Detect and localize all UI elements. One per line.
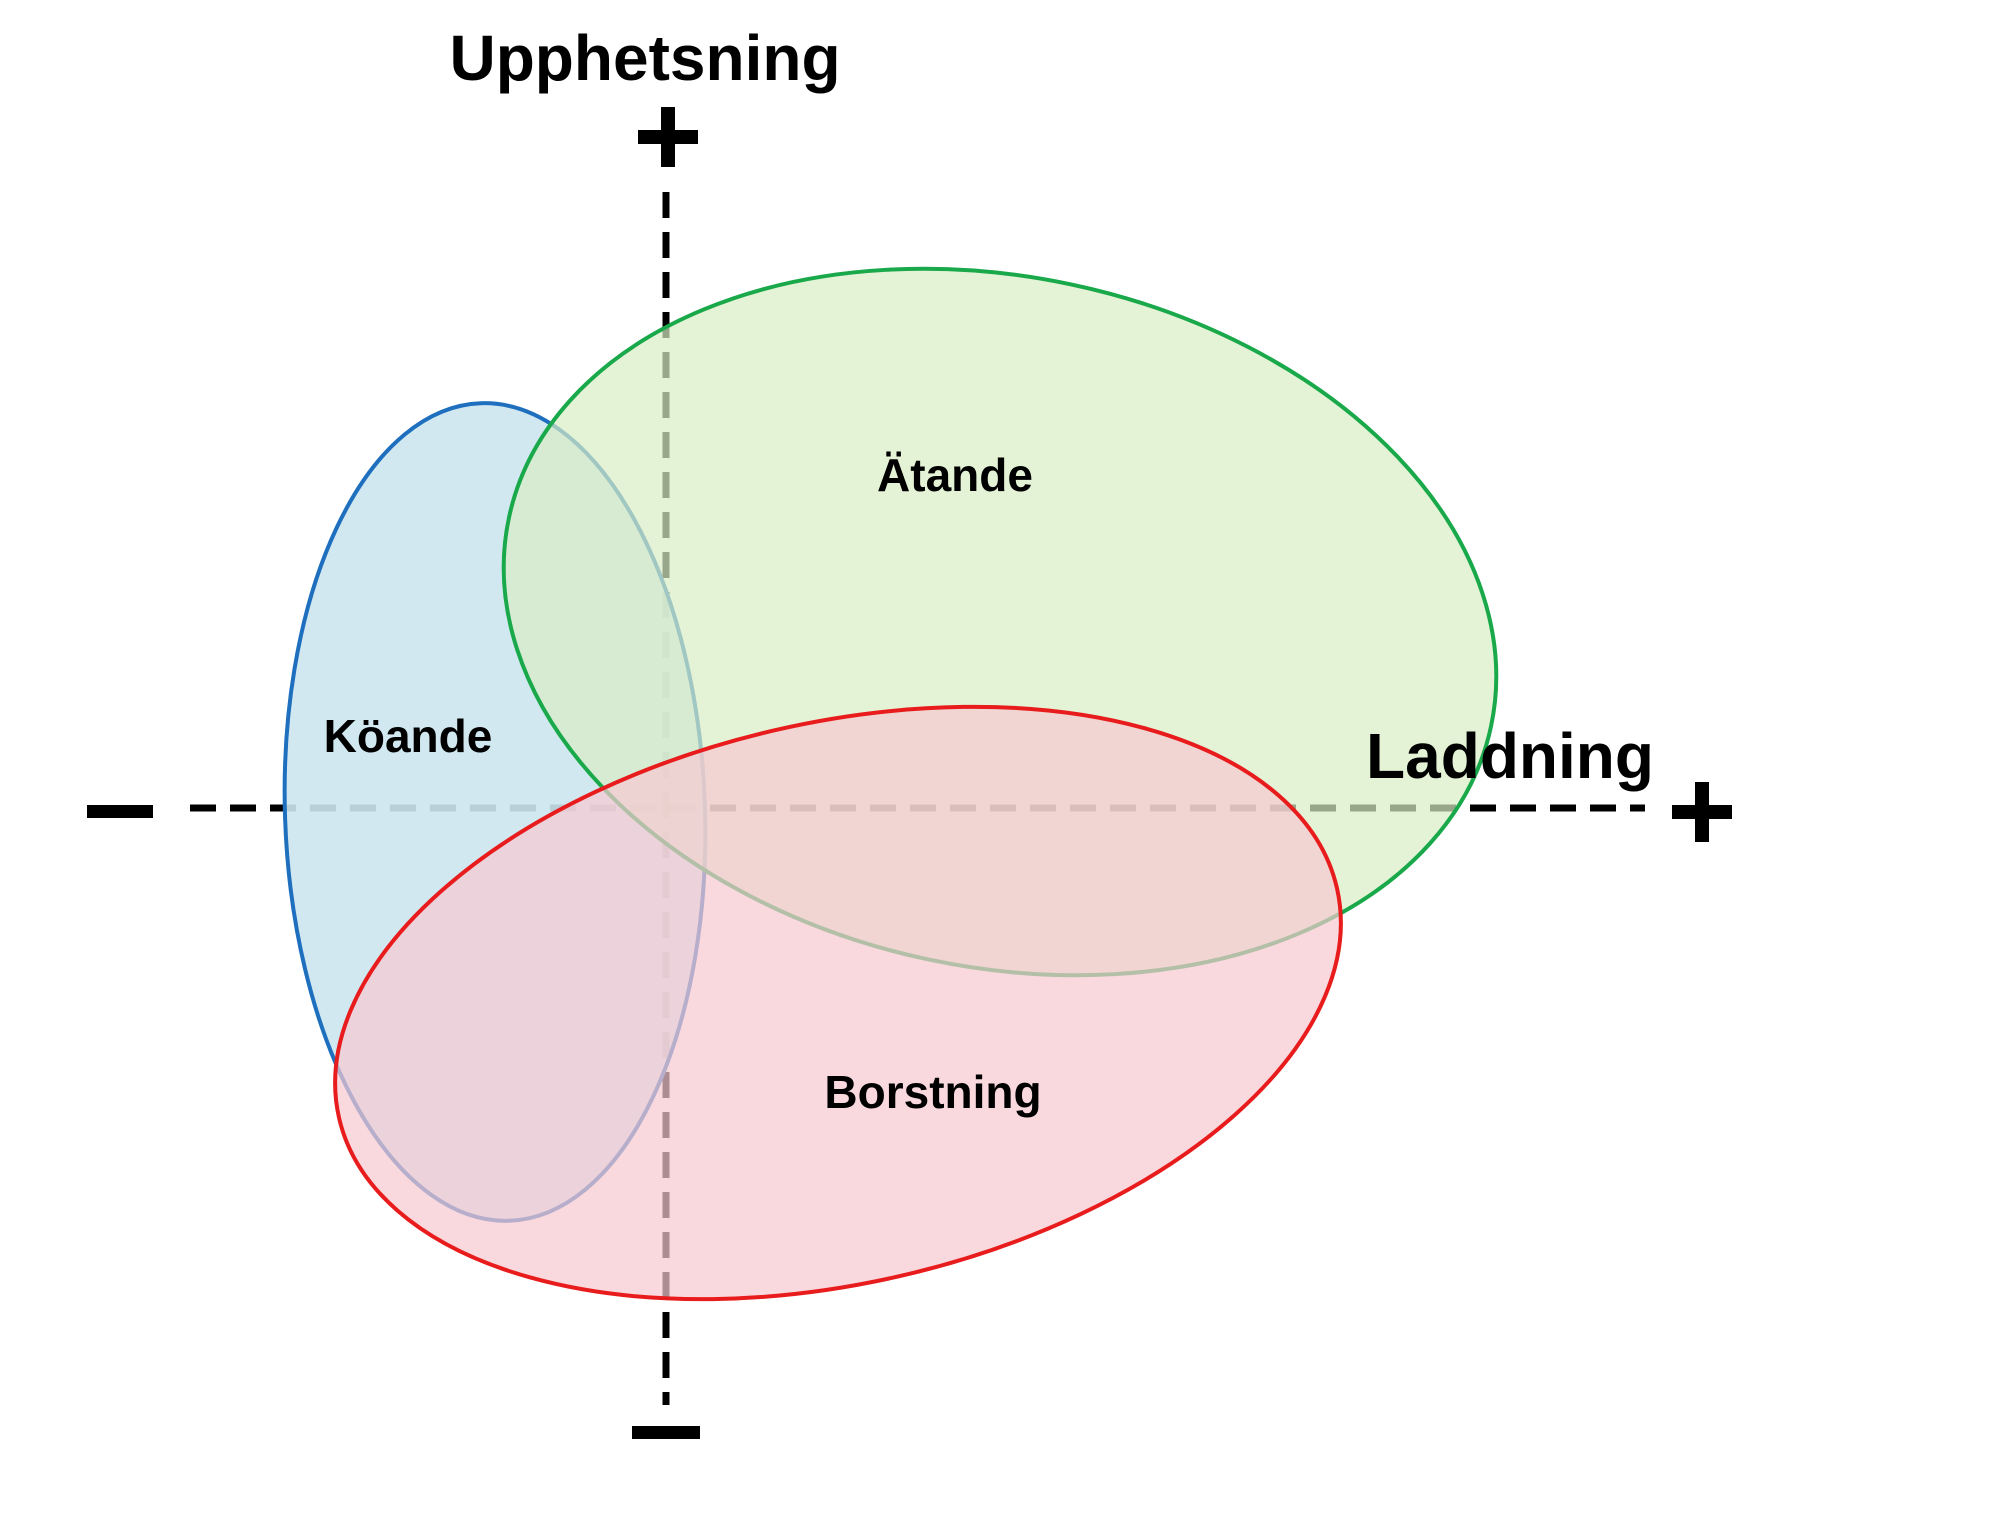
region-label-atande: Ätande	[877, 449, 1033, 501]
x-axis-title: Laddning	[1366, 720, 1654, 792]
x-axis-negative-sign	[87, 805, 153, 818]
region-label-borstning: Borstning	[824, 1066, 1041, 1118]
y-axis-title: Upphetsning	[449, 22, 840, 94]
region-label-koande: Köande	[324, 710, 493, 762]
ellipse-borstning	[333, 704, 1343, 1302]
x-axis-positive-sign	[1672, 782, 1732, 842]
y-axis-positive-sign	[638, 107, 698, 167]
y-axis-negative-sign	[632, 1426, 700, 1439]
